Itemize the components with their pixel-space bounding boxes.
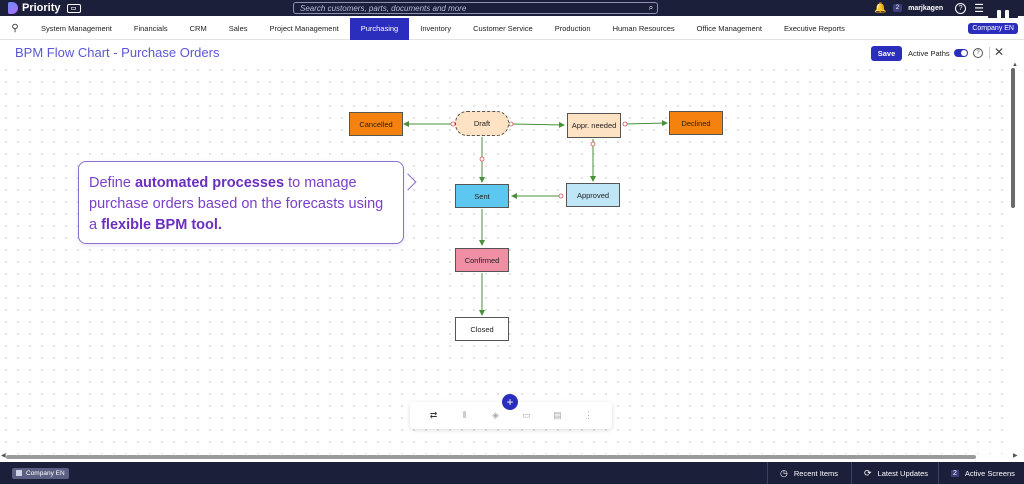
callout-bold-text: flexible BPM tool. — [101, 217, 222, 233]
callout-text-part: to manage purchase orders based on the f… — [89, 175, 384, 233]
node-approved[interactable]: Approved — [566, 183, 620, 207]
active-paths-toggle[interactable] — [954, 49, 968, 57]
nav-item[interactable]: Sales — [228, 23, 248, 33]
username[interactable]: marjkagen — [908, 4, 944, 12]
edge-handle[interactable] — [622, 121, 628, 127]
node-closed[interactable]: Closed — [455, 317, 509, 341]
nav-item[interactable]: Executive Reports — [784, 23, 845, 33]
id-card-icon[interactable]: ▭ — [66, 3, 81, 13]
nav-item[interactable]: Customer Service — [473, 23, 533, 33]
horizontal-scrollbar[interactable] — [6, 455, 976, 459]
help-icon[interactable]: ? — [955, 2, 967, 14]
clock-icon: ◷ — [780, 467, 788, 478]
node-confirmed[interactable]: Confirmed — [455, 248, 509, 272]
nav-item[interactable]: Financials — [133, 23, 168, 33]
main-nav: ⚲ System Management Financials CRM Sales… — [0, 17, 1024, 40]
close-icon[interactable]: ✕ — [994, 45, 1005, 59]
notification-count[interactable]: 2 — [892, 4, 903, 12]
vertical-scrollbar[interactable] — [1011, 68, 1015, 208]
node-declined[interactable]: Declined — [669, 111, 723, 135]
info-callout: Define automated processes to manage pur… — [78, 161, 404, 244]
folder-icon[interactable]: ▭ — [522, 410, 531, 420]
divider — [989, 47, 990, 59]
nav-item-active[interactable]: Purchasing — [349, 17, 410, 40]
node-sent[interactable]: Sent — [455, 184, 509, 208]
search-icon[interactable]: ⌕ — [648, 3, 654, 12]
nav-item[interactable]: Project Management — [269, 23, 339, 33]
company-icon — [16, 470, 22, 476]
callout-text: Define automated processes to manage pur… — [89, 173, 393, 236]
edge-appr-needed-declined[interactable] — [622, 120, 668, 127]
company-button[interactable]: Company EN — [968, 23, 1018, 34]
pause-icon-bar — [1005, 10, 1009, 22]
node-cancelled[interactable]: Cancelled — [349, 112, 403, 136]
nav-item[interactable]: System Management — [41, 23, 112, 33]
refresh-icon: ⟳ — [864, 467, 872, 478]
more-icon[interactable]: ⋮ — [584, 410, 593, 420]
logo[interactable]: Priority ▭ — [8, 2, 81, 14]
fill-icon[interactable]: ◈ — [492, 410, 499, 420]
active-screens-button[interactable]: 2 Active Screens — [938, 462, 1024, 484]
node-appr-needed[interactable]: Appr. needed — [567, 113, 621, 138]
nav-search-icon[interactable]: ⚲ — [11, 23, 19, 34]
search-input[interactable] — [294, 3, 645, 13]
document-icon[interactable]: ▤ — [553, 410, 562, 420]
edge-draft-appr-needed[interactable] — [512, 121, 565, 128]
latest-updates-label: Latest Updates — [877, 468, 928, 478]
company-label: Company EN — [26, 469, 65, 477]
latest-updates-button[interactable]: ⟳ Latest Updates — [851, 462, 937, 484]
company-chip[interactable]: Company EN — [12, 467, 69, 479]
scroll-right-arrow-icon[interactable]: ▶ — [1013, 453, 1018, 459]
hamburger-menu-icon[interactable]: ☰ — [974, 2, 984, 15]
edge-handle[interactable] — [590, 141, 596, 147]
top-bar: Priority ▭ ⌕ 🔔 2 marjkagen ? ☰ — [0, 0, 1024, 31]
callout-text-part: Define — [89, 175, 135, 191]
brand-name: Priority — [22, 2, 61, 14]
global-search[interactable]: ⌕ — [293, 2, 658, 14]
columns-icon[interactable]: ⦀ — [462, 410, 467, 420]
priority-logo-icon — [8, 2, 18, 14]
callout-bold-text: automated processes — [134, 175, 285, 191]
edge-handle[interactable] — [508, 121, 514, 127]
nav-item[interactable]: Human Resources — [612, 23, 675, 33]
status-bar: Company EN — [0, 462, 1024, 484]
page-title: BPM Flow Chart - Purchase Orders — [15, 45, 220, 60]
connector-icon[interactable]: ⇄ — [429, 410, 438, 420]
scroll-up-arrow-icon[interactable]: ▲ — [1012, 62, 1018, 68]
save-button[interactable]: Save — [871, 46, 902, 61]
scroll-left-arrow-icon[interactable]: ◀ — [1, 453, 6, 459]
edge-handle[interactable] — [558, 193, 564, 199]
recent-items-label: Recent Items — [793, 468, 839, 478]
add-node-button[interactable]: + — [502, 394, 518, 410]
edge-handle[interactable] — [479, 156, 485, 162]
pause-icon-bar — [997, 10, 1001, 22]
nav-item[interactable]: Office Management — [696, 23, 762, 33]
bell-icon[interactable]: 🔔 — [874, 2, 887, 14]
recent-items-button[interactable]: ◷ Recent Items — [767, 462, 849, 484]
help-icon[interactable]: ? — [973, 48, 983, 58]
nav-item[interactable]: Inventory — [420, 23, 452, 33]
top-right-tools: 🔔 2 marjkagen ? ☰ — [874, 0, 1024, 16]
active-paths-label: Active Paths — [908, 49, 950, 58]
nav-item[interactable]: CRM — [189, 23, 207, 33]
node-draft[interactable]: Draft — [455, 111, 509, 136]
screens-icon: 2 — [951, 469, 959, 477]
active-screens-label: Active Screens — [964, 468, 1015, 478]
nav-item[interactable]: Production — [554, 23, 591, 33]
